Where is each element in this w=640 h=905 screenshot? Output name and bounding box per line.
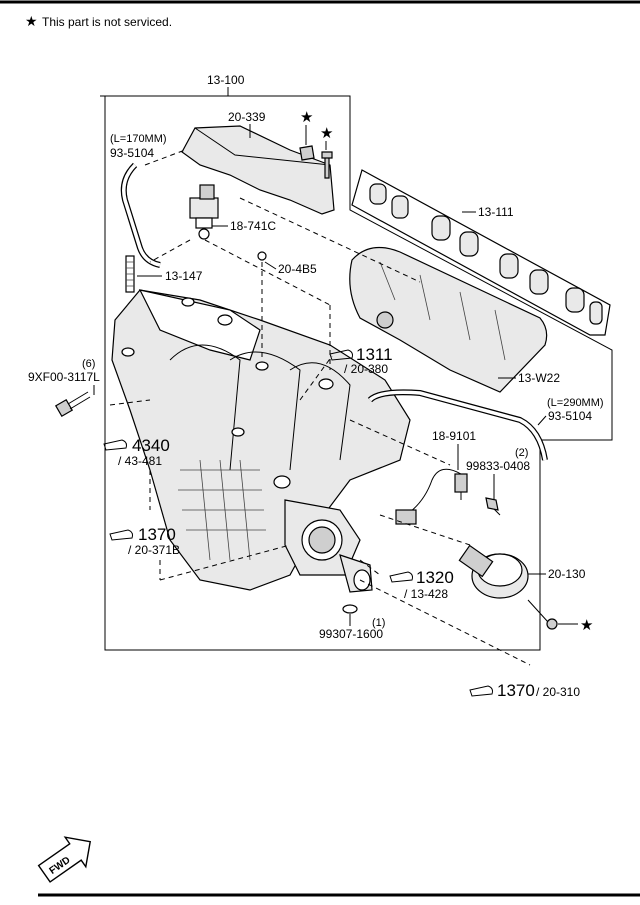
label-9xf00: 9XF00-3117L bbox=[28, 370, 100, 384]
label-93-5104-top: 93-5104 bbox=[110, 146, 154, 160]
star-bolt-icon: ★ bbox=[320, 125, 333, 142]
note-star-icon: ★ bbox=[25, 13, 38, 29]
label-99833-qty: (2) bbox=[515, 447, 528, 459]
leader-20-4b5 bbox=[264, 261, 277, 270]
label-20-4b5: 20-4B5 bbox=[278, 262, 317, 276]
label-18-9101: 18-9101 bbox=[432, 429, 476, 443]
star-nut-icon: ★ bbox=[300, 109, 313, 126]
ref-4340-sub: / 43-481 bbox=[118, 454, 162, 468]
label-99833: 99833-0408 bbox=[466, 459, 530, 473]
ref-1370-main: 1370 bbox=[138, 525, 176, 544]
heat-shield-13-w22 bbox=[349, 246, 548, 393]
hand-pointer-icon bbox=[109, 529, 133, 541]
label-93-5104-right: 93-5104 bbox=[548, 409, 592, 423]
bolt-20-130-icon bbox=[546, 618, 558, 630]
hand-pointer-icon bbox=[469, 685, 493, 697]
ref-1370-left[interactable]: 1370 / 20-371B bbox=[109, 525, 180, 557]
ref-1320-sub: / 13-428 bbox=[404, 587, 448, 601]
ref-1311-main: 1311 bbox=[356, 345, 393, 364]
ref-1370-bottom[interactable]: 1370 / 20-310 bbox=[469, 681, 580, 700]
ref-4340[interactable]: 4340 / 43-481 bbox=[103, 436, 170, 468]
label-13-147: 13-147 bbox=[165, 269, 203, 283]
label-9xf00-qty: (6) bbox=[82, 358, 95, 370]
solenoid-valve-18-741c bbox=[189, 184, 219, 240]
valve-20-130 bbox=[458, 544, 558, 630]
not-serviced-note: This part is not serviced. bbox=[42, 15, 172, 29]
ref-4340-main: 4340 bbox=[132, 436, 170, 455]
assembly-box-outline bbox=[100, 95, 613, 651]
bolt-icon bbox=[321, 151, 333, 179]
fwd-arrow-icon bbox=[37, 836, 92, 883]
grommet-20-4b5 bbox=[257, 251, 267, 261]
bolt-9xf00-3117l bbox=[54, 391, 91, 418]
stud-13-147 bbox=[125, 255, 135, 293]
nut-icon bbox=[299, 145, 315, 161]
ref-1311-sub: / 20-380 bbox=[344, 362, 388, 376]
cover-20-339 bbox=[181, 125, 335, 215]
o-ring-99307-1600 bbox=[342, 604, 358, 614]
label-18-741c: 18-741C bbox=[230, 219, 276, 233]
ref-1320[interactable]: 1320 / 13-428 bbox=[389, 568, 454, 601]
label-99307-qty: (1) bbox=[372, 617, 385, 629]
ref-1370b-sub: / 20-310 bbox=[536, 685, 580, 699]
assembly-label: 13-100 bbox=[207, 73, 245, 87]
ref-1370-sub: / 20-371B bbox=[128, 543, 180, 557]
ref-1320-main: 1320 bbox=[416, 568, 454, 587]
intake-manifold bbox=[111, 289, 411, 591]
label-93-5104-top-length: (L=170MM) bbox=[110, 133, 167, 145]
gasket-13-111 bbox=[351, 169, 611, 336]
hand-pointer-icon bbox=[389, 571, 413, 583]
ref-1370b-main: 1370 bbox=[497, 681, 535, 700]
fwd-arrow: FWD bbox=[37, 836, 92, 883]
label-20-339: 20-339 bbox=[228, 110, 266, 124]
ref-1311[interactable]: 1311 / 20-380 bbox=[329, 345, 393, 376]
hand-pointer-icon bbox=[329, 349, 353, 361]
label-99307: 99307-1600 bbox=[319, 627, 383, 641]
throttle-body bbox=[284, 499, 373, 593]
label-93-5104-right-length: (L=290MM) bbox=[547, 397, 604, 409]
star-20-130-icon: ★ bbox=[580, 617, 593, 634]
connector-icon bbox=[395, 509, 417, 525]
hand-pointer-icon bbox=[103, 439, 127, 451]
label-13-111: 13-111 bbox=[478, 205, 514, 219]
exploded-view-lines bbox=[109, 197, 531, 666]
label-13-w22: 13-W22 bbox=[518, 371, 560, 385]
sensor-18-9101 bbox=[395, 468, 501, 525]
leader-93-5104-right bbox=[537, 415, 547, 426]
label-20-130: 20-130 bbox=[548, 567, 586, 581]
